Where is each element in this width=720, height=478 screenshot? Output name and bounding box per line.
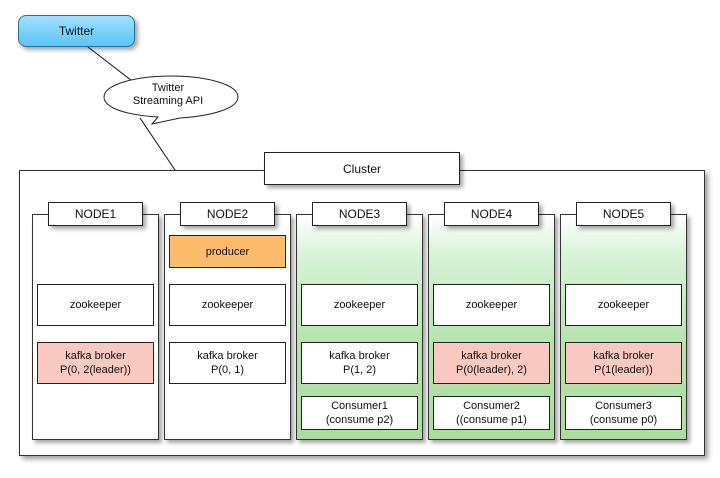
node4-label: NODE4 — [470, 207, 513, 221]
node5-label: NODE5 — [602, 207, 645, 221]
node3-zookeeper-label: zookeeper — [333, 299, 386, 311]
node2-producer: producer — [169, 235, 286, 268]
node4-zookeeper: zookeeper — [433, 284, 550, 326]
node3-label-box: NODE3 — [312, 202, 407, 226]
consumer1-label: Consumer1 (consume p2) — [325, 400, 394, 426]
api-callout-label: Twitter Streaming API — [132, 82, 204, 107]
node2-producer-label: producer — [205, 245, 250, 258]
node4-zookeeper-label: zookeeper — [465, 299, 518, 311]
node2-kafka-broker-label: kafka broker P(0, 1) — [197, 350, 258, 376]
node1-label: NODE1 — [74, 207, 117, 221]
node2-label: NODE2 — [206, 207, 249, 221]
node2-zookeeper: zookeeper — [169, 284, 286, 326]
node5-label-box: NODE5 — [576, 202, 671, 226]
cluster-label: Cluster — [342, 161, 381, 176]
cluster-label-box: Cluster — [264, 152, 460, 185]
node1-zookeeper: zookeeper — [37, 284, 154, 326]
twitter-source-box: Twitter — [18, 15, 135, 47]
node3-kafka-broker-label: kafka broker P(1, 2) — [329, 350, 390, 376]
node4-kafka-broker-label: kafka broker P(0(leader), 2) — [456, 350, 527, 376]
consumer3-label: Consumer3 (consume p0) — [589, 400, 658, 426]
node1-kafka-broker: kafka broker P(0, 2(leader)) — [37, 342, 154, 384]
node4-kafka-broker: kafka broker P(0(leader), 2) — [433, 342, 550, 384]
node3-kafka-broker: kafka broker P(1, 2) — [301, 342, 418, 384]
node1-zookeeper-label: zookeeper — [69, 299, 122, 311]
node1-label-box: NODE1 — [48, 202, 143, 226]
api-callout-bubble — [103, 75, 239, 125]
node5-kafka-broker: kafka broker P(1(leader)) — [565, 342, 682, 384]
node4-consumer: Consumer2 ((consume p1) — [433, 396, 550, 430]
node4-label-box: NODE4 — [444, 202, 539, 226]
node2-label-box: NODE2 — [180, 202, 275, 226]
node2-kafka-broker: kafka broker P(0, 1) — [169, 342, 286, 384]
node5-zookeeper-label: zookeeper — [597, 299, 650, 311]
node5-consumer: Consumer3 (consume p0) — [565, 396, 682, 430]
node1-kafka-broker-label: kafka broker P(0, 2(leader)) — [60, 350, 131, 376]
node3-zookeeper: zookeeper — [301, 284, 418, 326]
consumer2-label: Consumer2 ((consume p1) — [456, 400, 527, 426]
node5-zookeeper: zookeeper — [565, 284, 682, 326]
node5-kafka-broker-label: kafka broker P(1(leader)) — [593, 350, 654, 376]
node3-consumer: Consumer1 (consume p2) — [301, 396, 418, 430]
twitter-source-label: Twitter — [58, 24, 95, 38]
node3-label: NODE3 — [338, 207, 381, 221]
node2-zookeeper-label: zookeeper — [201, 299, 254, 311]
node1-column — [32, 214, 159, 440]
